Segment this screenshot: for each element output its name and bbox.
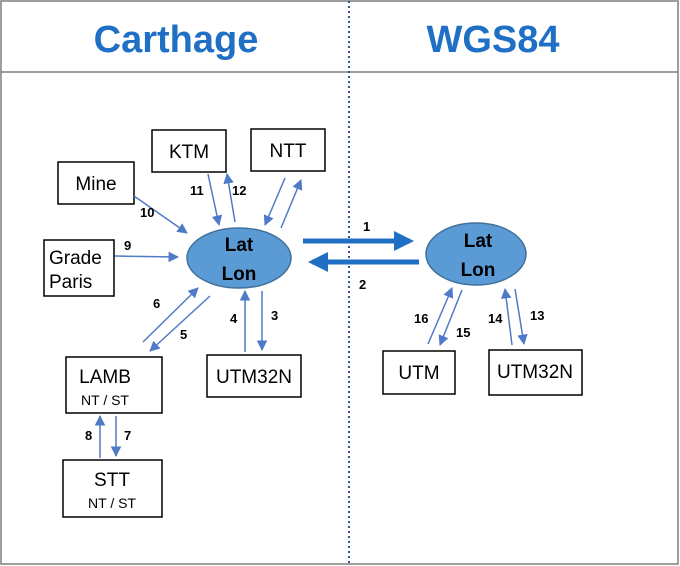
arrow-12	[223, 172, 236, 223]
box-stt-label: STT	[94, 470, 130, 491]
arrow-13-label: 13	[530, 308, 544, 323]
right-panel-title: WGS84	[426, 19, 559, 61]
arrow-8-label: 8	[85, 428, 92, 443]
arrow-ntt-in	[263, 177, 286, 226]
arrow-6	[142, 287, 199, 343]
right-latlon-node: Lat Lon	[425, 222, 527, 286]
box-utm: UTM	[382, 350, 456, 395]
box-ktm: KTM	[151, 129, 227, 173]
right-node-line2: Lon	[461, 260, 496, 281]
box-grade-label-2: Paris	[49, 272, 92, 293]
left-latlon-node: Lat Lon	[186, 227, 292, 289]
left-node-line2: Lon	[222, 264, 257, 285]
box-ktm-label: KTM	[169, 142, 209, 163]
left-node-line1: Lat	[225, 235, 254, 256]
arrow-10	[133, 195, 188, 234]
box-ntt-label: NTT	[270, 141, 307, 162]
arrow-14-label: 14	[488, 311, 503, 326]
arrow-11-label: 11	[190, 183, 204, 198]
arrow-5	[149, 295, 211, 352]
arrow-5-label: 5	[180, 327, 187, 342]
box-utm32n-left: UTM32N	[206, 354, 302, 398]
box-ntt: NTT	[250, 128, 326, 172]
arrow-ntt-out	[280, 179, 303, 229]
arrow-14	[500, 287, 513, 346]
box-utm-label: UTM	[398, 363, 439, 384]
box-utm32n-left-label: UTM32N	[216, 367, 292, 388]
arrow-4-label: 4	[230, 311, 238, 326]
arrow-13	[514, 288, 528, 346]
box-grade-paris: Grade Paris	[43, 239, 115, 297]
arrow-9-label: 9	[124, 238, 131, 253]
box-mine: Mine	[57, 161, 135, 205]
arrow-1-label: 1	[363, 219, 370, 234]
arrow-2-label: 2	[359, 277, 366, 292]
box-utm32n-right-label: UTM32N	[497, 362, 573, 383]
box-lamb-sub: NT / ST	[81, 392, 129, 408]
arrow-10-label: 10	[140, 205, 154, 220]
arrow-6-label: 6	[153, 296, 160, 311]
box-lamb-label: LAMB	[79, 367, 131, 388]
arrow-7-label: 7	[124, 428, 131, 443]
arrow-16	[427, 287, 454, 345]
box-grade-label-1: Grade	[49, 248, 102, 269]
box-stt-sub: NT / ST	[88, 495, 136, 511]
arrow-15	[438, 289, 463, 346]
arrow-15-label: 15	[456, 325, 470, 340]
box-lamb: LAMB NT / ST	[65, 356, 163, 414]
arrow-3-label: 3	[271, 308, 278, 323]
arrow-12-label: 12	[232, 183, 246, 198]
box-stt: STT NT / ST	[62, 459, 163, 518]
box-mine-label: Mine	[75, 174, 116, 195]
arrow-9	[114, 251, 180, 263]
right-node-line1: Lat	[464, 231, 493, 252]
arrow-16-label: 16	[414, 311, 428, 326]
box-utm32n-right: UTM32N	[488, 349, 583, 396]
left-panel-title: Carthage	[94, 19, 259, 61]
arrow-11	[207, 173, 223, 227]
